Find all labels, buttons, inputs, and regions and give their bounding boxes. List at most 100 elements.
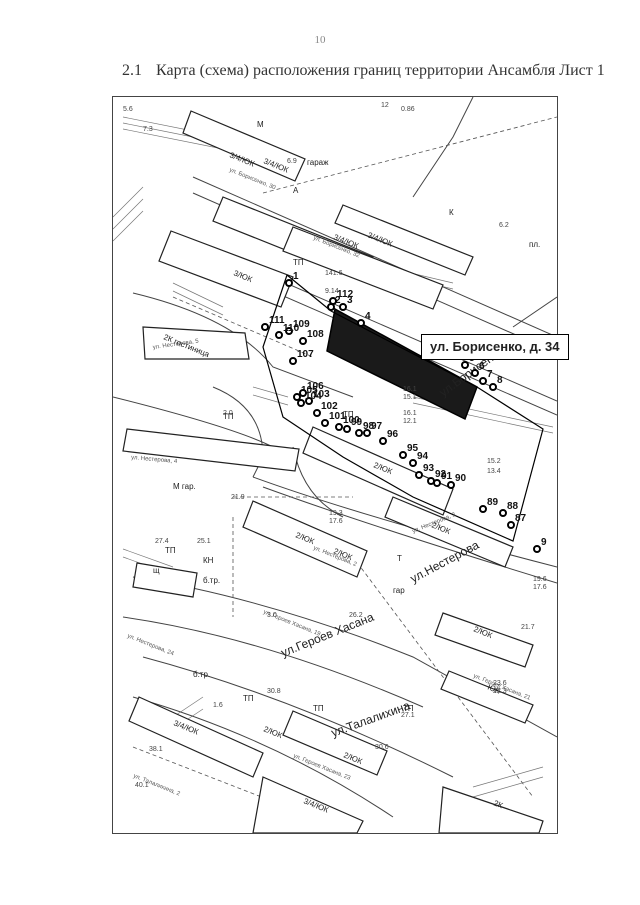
boundary-point-marker[interactable] (299, 389, 307, 397)
boundary-point[interactable]: 107 (289, 349, 314, 365)
boundary-point[interactable]: 112 (329, 289, 354, 305)
boundary-point-number: 101 (329, 411, 346, 422)
boundary-point-marker[interactable] (399, 451, 407, 459)
address-label: ул. Нестерова, 24 (126, 633, 175, 657)
boundary-point-marker[interactable] (293, 393, 301, 401)
ensemble-object-polygon[interactable] (326, 307, 478, 421)
boundary-point-number: 87 (515, 513, 527, 524)
boundary-point[interactable]: 93 (415, 463, 435, 479)
boundary-point-number: 102 (321, 401, 338, 412)
boundary-point-marker[interactable] (471, 369, 479, 377)
elevation-mark: 12.1 (403, 418, 417, 425)
small-label: ТП (165, 546, 176, 555)
boundary-point[interactable]: 97 (363, 421, 383, 437)
small-label: ТП (293, 258, 304, 267)
boundary-point[interactable]: 111 (261, 315, 285, 331)
boundary-point[interactable]: 95 (399, 443, 419, 459)
small-label: ТП (313, 704, 324, 713)
boundary-point-number: 111 (269, 315, 285, 326)
boundary-point[interactable]: 101 (321, 411, 346, 427)
boundary-point-marker[interactable] (285, 279, 293, 287)
elevation-mark: 13.4 (487, 468, 501, 475)
boundary-point[interactable]: 3 (339, 295, 353, 311)
boundary-point-marker[interactable] (275, 331, 283, 339)
elevation-mark: 38.1 (149, 746, 163, 753)
boundary-point[interactable]: 100 (335, 415, 360, 431)
boundary-point-marker[interactable] (499, 509, 507, 517)
boundary-point-marker[interactable] (379, 437, 387, 445)
boundary-point-marker[interactable] (357, 319, 365, 327)
boundary-point-marker[interactable] (479, 505, 487, 513)
boundary-point[interactable]: 96 (379, 429, 399, 445)
boundary-point[interactable]: 99 (343, 417, 363, 433)
boundary-point-marker[interactable] (507, 521, 515, 529)
boundary-point-marker[interactable] (299, 337, 307, 345)
boundary-point-marker[interactable] (409, 459, 417, 467)
object-address-callout: ул. Борисенко, д. 34 (421, 334, 569, 360)
boundary-point[interactable]: 98 (355, 421, 375, 437)
boundary-point-number: 109 (293, 319, 310, 330)
boundary-point-marker[interactable] (363, 429, 371, 437)
elevation-mark: 15.2 (487, 458, 501, 465)
boundary-point-marker[interactable] (415, 471, 423, 479)
boundary-point-marker[interactable] (321, 419, 329, 427)
boundary-point-number: 103 (313, 389, 330, 400)
boundary-point[interactable]: 8 (489, 375, 503, 391)
small-label: К (449, 208, 454, 217)
boundary-point-number: 91 (441, 471, 453, 482)
boundary-point-number: 95 (407, 443, 419, 454)
boundary-point[interactable]: 94 (409, 451, 429, 467)
boundary-point[interactable]: 103 (305, 389, 330, 405)
elevation-mark: 1.6 (213, 702, 223, 709)
boundary-point[interactable]: 110 (275, 323, 300, 339)
boundary-point[interactable]: 108 (299, 329, 324, 345)
elevation-mark: 25.1 (197, 538, 211, 545)
boundary-point[interactable]: 92 (427, 469, 447, 485)
boundary-point-marker[interactable] (339, 303, 347, 311)
boundary-point[interactable]: 102 (313, 401, 338, 417)
boundary-point[interactable]: 87 (507, 513, 527, 529)
boundary-point-marker[interactable] (335, 423, 343, 431)
boundary-point-marker[interactable] (297, 399, 305, 407)
boundary-point-marker[interactable] (329, 297, 337, 305)
boundary-point-marker[interactable] (533, 545, 541, 553)
boundary-point[interactable]: 7 (479, 369, 493, 385)
boundary-point[interactable]: 105 (293, 385, 318, 401)
boundary-point-marker[interactable] (305, 397, 313, 405)
boundary-point[interactable]: 1 (285, 271, 299, 287)
boundary-point-marker[interactable] (427, 477, 435, 485)
building (142, 326, 250, 360)
utility-lines (132, 116, 557, 818)
boundary-point[interactable]: 90 (447, 473, 467, 489)
building (242, 500, 368, 578)
boundary-point[interactable]: 89 (479, 497, 499, 513)
elevation-mark: 7.3 (143, 126, 153, 133)
boundary-point-marker[interactable] (343, 425, 351, 433)
boundary-point-marker[interactable] (461, 361, 469, 369)
boundary-point[interactable]: 106 (299, 381, 324, 397)
boundary-point-marker[interactable] (285, 327, 293, 335)
boundary-point-marker[interactable] (489, 383, 497, 391)
elevation-mark: 0.86 (401, 106, 415, 113)
small-label: Т (397, 554, 402, 563)
boundary-point-marker[interactable] (479, 377, 487, 385)
elevation-mark: 19.3 (329, 510, 343, 517)
boundary-point-marker[interactable] (289, 357, 297, 365)
street-label: ул.Нестерова (408, 538, 482, 586)
boundary-point[interactable]: 9 (533, 537, 547, 553)
boundary-point-number: 94 (417, 451, 429, 462)
boundary-point[interactable]: 6 (471, 361, 485, 377)
boundary-point-marker[interactable] (261, 323, 269, 331)
elevation-mark: 17.6 (533, 584, 547, 591)
boundary-point-marker[interactable] (355, 429, 363, 437)
boundary-point-marker[interactable] (313, 409, 321, 417)
boundary-point-marker[interactable] (447, 481, 455, 489)
boundary-point[interactable]: 88 (499, 501, 519, 517)
boundary-point[interactable]: 4 (357, 311, 371, 327)
boundary-point[interactable]: 109 (285, 319, 310, 335)
boundary-point[interactable]: 104 (297, 391, 322, 407)
building (334, 204, 474, 276)
elevation-mark: 30.6 (375, 744, 389, 751)
boundary-point-number: 96 (387, 429, 399, 440)
boundary-point-number: 110 (283, 323, 300, 334)
